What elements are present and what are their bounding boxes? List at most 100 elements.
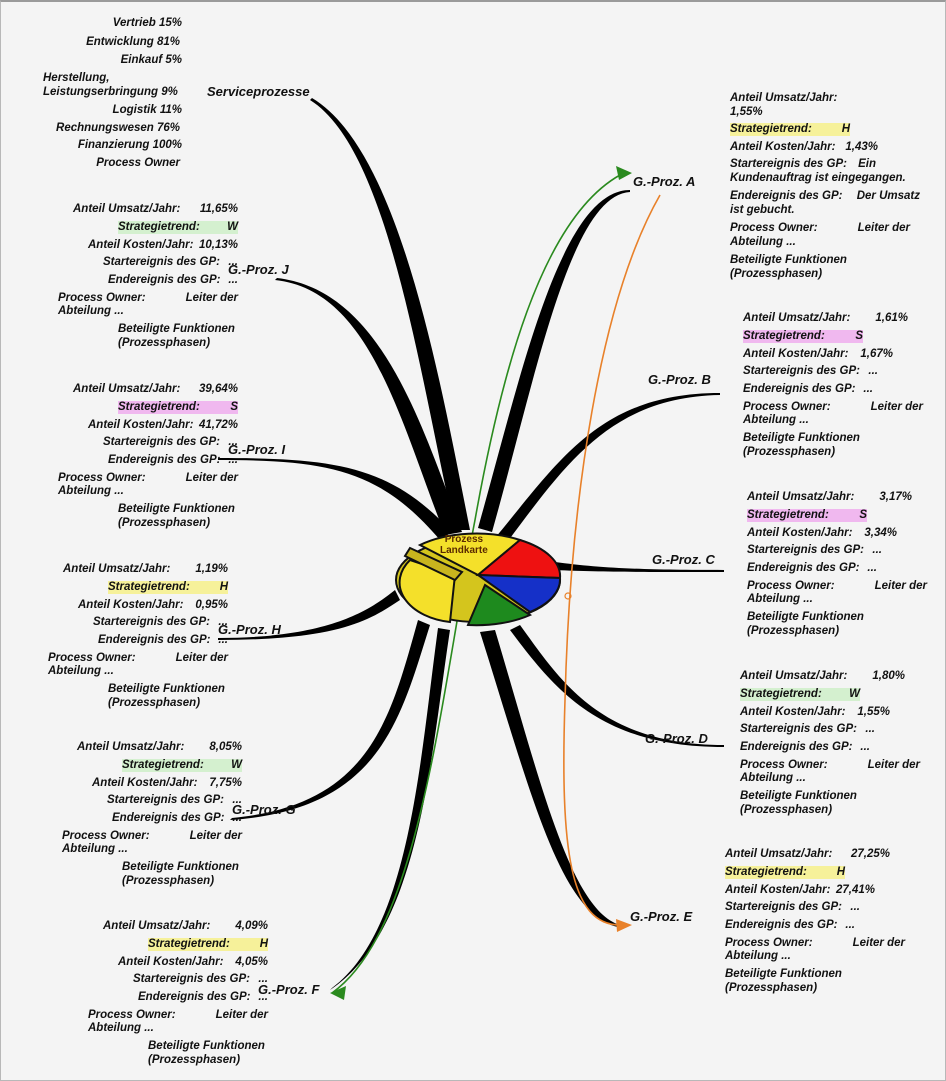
green-link xyxy=(331,174,621,994)
process-j-owner[interactable]: Process Owner:Leiter der xyxy=(58,292,238,305)
process-title-e[interactable]: G.-Proz. E xyxy=(630,909,693,924)
process-title-i[interactable]: G.-Proz. I xyxy=(228,442,286,457)
process-i-owner[interactable]: Process Owner:Leiter der xyxy=(58,472,238,485)
process-h-trend[interactable]: Strategietrend:H xyxy=(108,581,228,594)
process-title-f[interactable]: G.-Proz. F xyxy=(258,982,320,997)
process-title-b[interactable]: G.-Proz. B xyxy=(648,372,711,387)
process-g-trend[interactable]: Strategietrend:W xyxy=(122,759,242,772)
process-i-kosten[interactable]: Anteil Kosten/Jahr:41,72% xyxy=(88,419,238,432)
process-b-owner[interactable]: Process Owner:Leiter der xyxy=(743,401,923,414)
process-a-end[interactable]: Endereignis des GP:Der Umsatz xyxy=(730,190,920,203)
funktionen-line1[interactable]: Beteiligte Funktionen xyxy=(118,503,235,515)
process-d-end[interactable]: Endereignis des GP:... xyxy=(740,741,870,754)
process-j-start[interactable]: Startereignis des GP:... xyxy=(103,256,238,269)
process-i-start[interactable]: Startereignis des GP:... xyxy=(103,436,238,449)
funktionen-line2[interactable]: (Prozessphasen) xyxy=(730,268,823,280)
funktionen-line1[interactable]: Beteiligte Funktionen xyxy=(725,968,842,980)
funktionen-line1[interactable]: Beteiligte Funktionen xyxy=(108,683,225,695)
process-h-kosten[interactable]: Anteil Kosten/Jahr:0,95% xyxy=(78,599,228,612)
process-b-end[interactable]: Endereignis des GP:... xyxy=(743,383,873,396)
process-i-umsatz[interactable]: Anteil Umsatz/Jahr:39,64% xyxy=(73,383,238,396)
process-c-owner[interactable]: Process Owner:Leiter der xyxy=(747,580,927,593)
process-j-trend[interactable]: Strategietrend:W xyxy=(118,221,238,234)
funktionen-line1[interactable]: Beteiligte Funktionen xyxy=(148,1040,265,1052)
process-e-start[interactable]: Startereignis des GP:... xyxy=(725,901,860,914)
process-h-umsatz[interactable]: Anteil Umsatz/Jahr:1,19% xyxy=(63,563,228,576)
funktionen-line1[interactable]: Beteiligte Funktionen xyxy=(118,323,235,335)
process-c-umsatz[interactable]: Anteil Umsatz/Jahr:3,17% xyxy=(747,491,912,504)
process-b-trend[interactable]: Strategietrend:S xyxy=(743,330,863,343)
process-a-trend[interactable]: Strategietrend:H xyxy=(730,123,850,136)
process-e-kosten[interactable]: Anteil Kosten/Jahr:27,41% xyxy=(725,884,875,897)
service-item[interactable]: Finanzierung 100% xyxy=(77,139,182,151)
funktionen-line1[interactable]: Beteiligte Funktionen xyxy=(730,254,847,266)
process-b-umsatz[interactable]: Anteil Umsatz/Jahr:1,61% xyxy=(743,312,908,325)
service-item[interactable]: Process Owner xyxy=(96,157,180,169)
process-b-start[interactable]: Startereignis des GP:... xyxy=(743,365,878,378)
funktionen-line1[interactable]: Beteiligte Funktionen xyxy=(747,611,864,623)
process-title-g[interactable]: G.-Proz. G xyxy=(232,802,296,817)
funktionen-line2[interactable]: (Prozessphasen) xyxy=(108,697,201,709)
process-d-start[interactable]: Startereignis des GP:... xyxy=(740,723,875,736)
process-d-umsatz[interactable]: Anteil Umsatz/Jahr:1,80% xyxy=(740,670,905,683)
process-j-end[interactable]: Endereignis des GP:... xyxy=(108,274,238,287)
process-title-j[interactable]: G.-Proz. J xyxy=(228,262,289,277)
process-g-end[interactable]: Endereignis des GP:... xyxy=(112,812,242,825)
funktionen-line2[interactable]: (Prozessphasen) xyxy=(740,804,833,816)
funktionen-line1[interactable]: Beteiligte Funktionen xyxy=(122,861,239,873)
funktionen-line2[interactable]: (Prozessphasen) xyxy=(747,625,840,637)
process-a-owner[interactable]: Process Owner:Leiter der xyxy=(730,222,910,235)
process-c-start[interactable]: Startereignis des GP:... xyxy=(747,544,882,557)
process-j-kosten[interactable]: Anteil Kosten/Jahr:10,13% xyxy=(88,239,238,252)
process-i-end[interactable]: Endereignis des GP:... xyxy=(108,454,238,467)
process-g-kosten[interactable]: Anteil Kosten/Jahr:7,75% xyxy=(92,777,242,790)
service-title[interactable]: Serviceprozesse xyxy=(207,84,310,99)
service-item[interactable]: Logistik 11% xyxy=(112,104,182,116)
process-f-owner[interactable]: Process Owner:Leiter der xyxy=(88,1009,268,1022)
service-item[interactable]: Vertrieb 15% xyxy=(112,17,182,29)
process-g-owner[interactable]: Process Owner:Leiter der xyxy=(62,830,242,843)
process-h-start[interactable]: Startereignis des GP:... xyxy=(93,616,228,629)
process-g-start[interactable]: Startereignis des GP:... xyxy=(107,794,242,807)
funktionen-line2[interactable]: (Prozessphasen) xyxy=(148,1054,241,1066)
process-c-end[interactable]: Endereignis des GP:... xyxy=(747,562,877,575)
process-c-trend[interactable]: Strategietrend:S xyxy=(747,509,867,522)
process-d-owner[interactable]: Process Owner:Leiter der xyxy=(740,759,920,772)
funktionen-line2[interactable]: (Prozessphasen) xyxy=(118,337,211,349)
process-title-c[interactable]: G.-Proz. C xyxy=(652,552,715,567)
process-b-kosten[interactable]: Anteil Kosten/Jahr:1,67% xyxy=(743,348,893,361)
funktionen-line2[interactable]: (Prozessphasen) xyxy=(743,446,836,458)
service-item[interactable]: Leistungserbringung 9% xyxy=(43,86,178,98)
process-e-owner[interactable]: Process Owner:Leiter der xyxy=(725,937,905,950)
process-d-kosten[interactable]: Anteil Kosten/Jahr:1,55% xyxy=(740,706,890,719)
funktionen-line2[interactable]: (Prozessphasen) xyxy=(118,517,211,529)
process-a-kosten[interactable]: Anteil Kosten/Jahr:1,43% xyxy=(730,141,878,154)
service-item[interactable]: Rechnungswesen 76% xyxy=(56,122,180,134)
process-c-kosten[interactable]: Anteil Kosten/Jahr:3,34% xyxy=(747,527,897,540)
process-f-start[interactable]: Startereignis des GP:... xyxy=(133,973,268,986)
service-item[interactable]: Einkauf 5% xyxy=(120,54,182,66)
funktionen-line2[interactable]: (Prozessphasen) xyxy=(122,875,215,887)
process-f-end[interactable]: Endereignis des GP:... xyxy=(138,991,268,1004)
process-f-umsatz[interactable]: Anteil Umsatz/Jahr:4,09% xyxy=(103,920,268,933)
process-g-umsatz[interactable]: Anteil Umsatz/Jahr:8,05% xyxy=(77,741,242,754)
funktionen-line1[interactable]: Beteiligte Funktionen xyxy=(740,790,857,802)
process-f-kosten[interactable]: Anteil Kosten/Jahr:4,05% xyxy=(118,956,268,969)
process-f-trend[interactable]: Strategietrend:H xyxy=(148,938,268,951)
service-item[interactable]: Entwicklung 81% xyxy=(86,36,180,48)
process-j-umsatz[interactable]: Anteil Umsatz/Jahr:11,65% xyxy=(73,203,238,216)
process-e-end[interactable]: Endereignis des GP:... xyxy=(725,919,855,932)
process-e-umsatz[interactable]: Anteil Umsatz/Jahr:27,25% xyxy=(725,848,890,861)
process-h-end[interactable]: Endereignis des GP:... xyxy=(98,634,228,647)
process-title-a[interactable]: G.-Proz. A xyxy=(633,174,696,189)
process-e-trend[interactable]: Strategietrend:H xyxy=(725,866,845,879)
process-h-owner[interactable]: Process Owner:Leiter der xyxy=(48,652,228,665)
process-title-h[interactable]: G.-Proz. H xyxy=(218,622,281,637)
funktionen-line2[interactable]: (Prozessphasen) xyxy=(725,982,818,994)
process-d-trend[interactable]: Strategietrend:W xyxy=(740,688,860,701)
process-a-start[interactable]: Startereignis des GP:Ein xyxy=(730,158,876,171)
process-title-d[interactable]: G.-Proz. D xyxy=(645,731,708,746)
funktionen-line1[interactable]: Beteiligte Funktionen xyxy=(743,432,860,444)
process-i-trend[interactable]: Strategietrend:S xyxy=(118,401,238,414)
service-item[interactable]: Herstellung, xyxy=(43,72,110,84)
